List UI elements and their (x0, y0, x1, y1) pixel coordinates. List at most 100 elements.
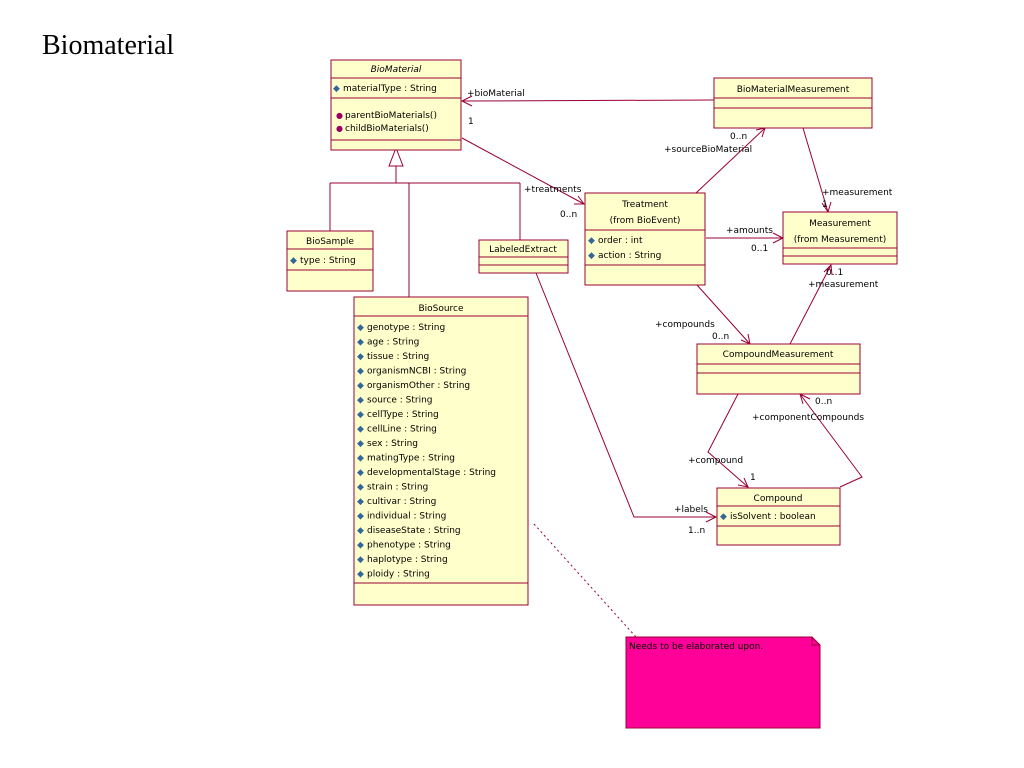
label-compound-mult: 1 (750, 473, 756, 483)
arrowhead (823, 263, 833, 276)
class-compoundmeasurement[interactable]: CompoundMeasurement (696, 343, 861, 395)
attr-icon: ◆ (333, 84, 340, 94)
label-labels-role: +labels (674, 505, 708, 515)
class-attr: isSolvent : boolean (730, 512, 816, 522)
attr-icon: ◆ (357, 367, 364, 377)
class-attr: strain : String (367, 483, 428, 493)
biosource-attributes: ◆genotype : String◆age : String◆tissue :… (357, 323, 496, 580)
class-attr: action : String (598, 251, 661, 261)
class-compound[interactable]: Compound ◆ isSolvent : boolean (716, 487, 841, 546)
edge-component-compounds (799, 393, 863, 488)
class-attr: diseaseState : String (367, 526, 461, 536)
label-source-mult: 0..n (730, 132, 747, 142)
class-biosample[interactable]: BioSample ◆ type : String (286, 230, 374, 292)
arrowhead (574, 195, 585, 205)
attr-icon: ◆ (357, 410, 364, 420)
class-name: Measurement (809, 219, 871, 229)
class-attr: organismOther : String (367, 381, 470, 391)
label-compounds-mult: 0..n (712, 332, 729, 342)
attr-icon: ◆ (357, 396, 364, 406)
class-name: LabeledExtract (489, 245, 557, 255)
attr-icon: ◆ (357, 468, 364, 478)
class-attr: individual : String (367, 512, 446, 522)
class-labeledextract[interactable]: LabeledExtract (478, 239, 569, 274)
association-labels: +bioMaterial 1 0..n +sourceBioMaterial +… (467, 89, 893, 536)
attr-icon: ◆ (357, 454, 364, 464)
attr-icon: ◆ (357, 352, 364, 362)
class-attr: cultivar : String (367, 497, 436, 507)
attr-icon: ◆ (588, 251, 595, 261)
operation-icon: ● (336, 111, 343, 120)
class-package: (from BioEvent) (610, 216, 681, 226)
attr-icon: ◆ (357, 323, 364, 333)
label-compound-role: +compound (688, 456, 743, 466)
class-treatment[interactable]: Treatment (from BioEvent) ◆ order : int … (584, 192, 706, 286)
note-text: Needs to be elaborated upon. (629, 642, 763, 652)
class-name: BioSource (418, 304, 464, 314)
class-attr: haplotype : String (367, 555, 448, 565)
edge-source-biomaterial (695, 127, 766, 194)
label-compounds-role: +compounds (655, 320, 715, 330)
label-amounts-mult: 0..1 (751, 244, 768, 254)
class-attr: phenotype : String (367, 541, 451, 551)
label-meas-role: +measurement (808, 280, 879, 290)
attr-icon: ◆ (357, 555, 364, 565)
class-attr: developmentalStage : String (367, 468, 496, 478)
attr-icon: ◆ (357, 497, 364, 507)
arrowhead (460, 95, 473, 107)
class-attr: ploidy : String (367, 570, 430, 580)
operation-icon: ● (336, 124, 343, 133)
attr-icon: ◆ (720, 512, 727, 522)
class-name: Treatment (621, 200, 668, 210)
label-labels-mult: 1..n (688, 526, 705, 536)
class-attr: type : String (300, 256, 356, 266)
class-biomaterial[interactable]: BioMaterial ◆ materialType : String ● pa… (330, 59, 462, 151)
class-attr: order : int (598, 236, 643, 246)
label-meas-mult: 0..1 (826, 268, 843, 278)
attr-icon: ◆ (357, 381, 364, 391)
label-biomaterial-mult: 1 (468, 117, 474, 127)
class-attr: age : String (367, 338, 419, 348)
label-treatments-mult: 0..n (560, 210, 577, 220)
note-fold (811, 637, 820, 646)
class-attr: materialType : String (343, 84, 437, 94)
edge-labels (535, 272, 716, 518)
note-shape (625, 636, 821, 729)
arrowhead (737, 477, 749, 488)
label-treatments-role: +treatments (524, 185, 582, 195)
label-component-mult: 0..n (815, 397, 832, 407)
edge-compound (707, 393, 749, 488)
class-attr: genotype : String (367, 323, 445, 333)
edge-compounds (696, 284, 751, 345)
class-name: BioMaterialMeasurement (737, 85, 850, 95)
attr-icon: ◆ (357, 541, 364, 551)
attr-icon: ◆ (357, 338, 364, 348)
class-measurement[interactable]: Measurement (from Measurement) (782, 211, 898, 265)
edge-treatments (461, 137, 585, 205)
class-attr: sex : String (367, 439, 418, 449)
attr-icon: ◆ (588, 236, 595, 246)
attr-icon: ◆ (357, 512, 364, 522)
attr-icon: ◆ (357, 483, 364, 493)
class-attr: cellLine : String (367, 425, 437, 435)
note[interactable]: Needs to be elaborated upon. (625, 636, 821, 729)
class-name: CompoundMeasurement (723, 350, 834, 360)
class-attr: tissue : String (367, 352, 429, 362)
edge-bm-measurement (802, 127, 829, 213)
arrowhead (705, 511, 718, 523)
class-biomaterialmeasurement[interactable]: BioMaterialMeasurement (713, 77, 873, 129)
class-biosource[interactable]: BioSource ◆genotype : String◆age : Strin… (353, 296, 529, 606)
class-package: (from Measurement) (794, 235, 887, 245)
page-title: Biomaterial (42, 30, 175, 61)
label-amounts-role: +amounts (726, 226, 773, 236)
edge-biomaterial (461, 99, 715, 102)
class-attr: cellType : String (367, 410, 439, 420)
class-attr: source : String (367, 396, 433, 406)
note-anchor (533, 523, 637, 638)
class-op: childBioMaterials() (345, 124, 429, 134)
label-component-role: +componentCompounds (752, 413, 864, 423)
attr-icon: ◆ (290, 256, 297, 266)
label-biomaterial-role: +bioMaterial (467, 89, 525, 99)
class-name: BioSample (306, 237, 354, 247)
